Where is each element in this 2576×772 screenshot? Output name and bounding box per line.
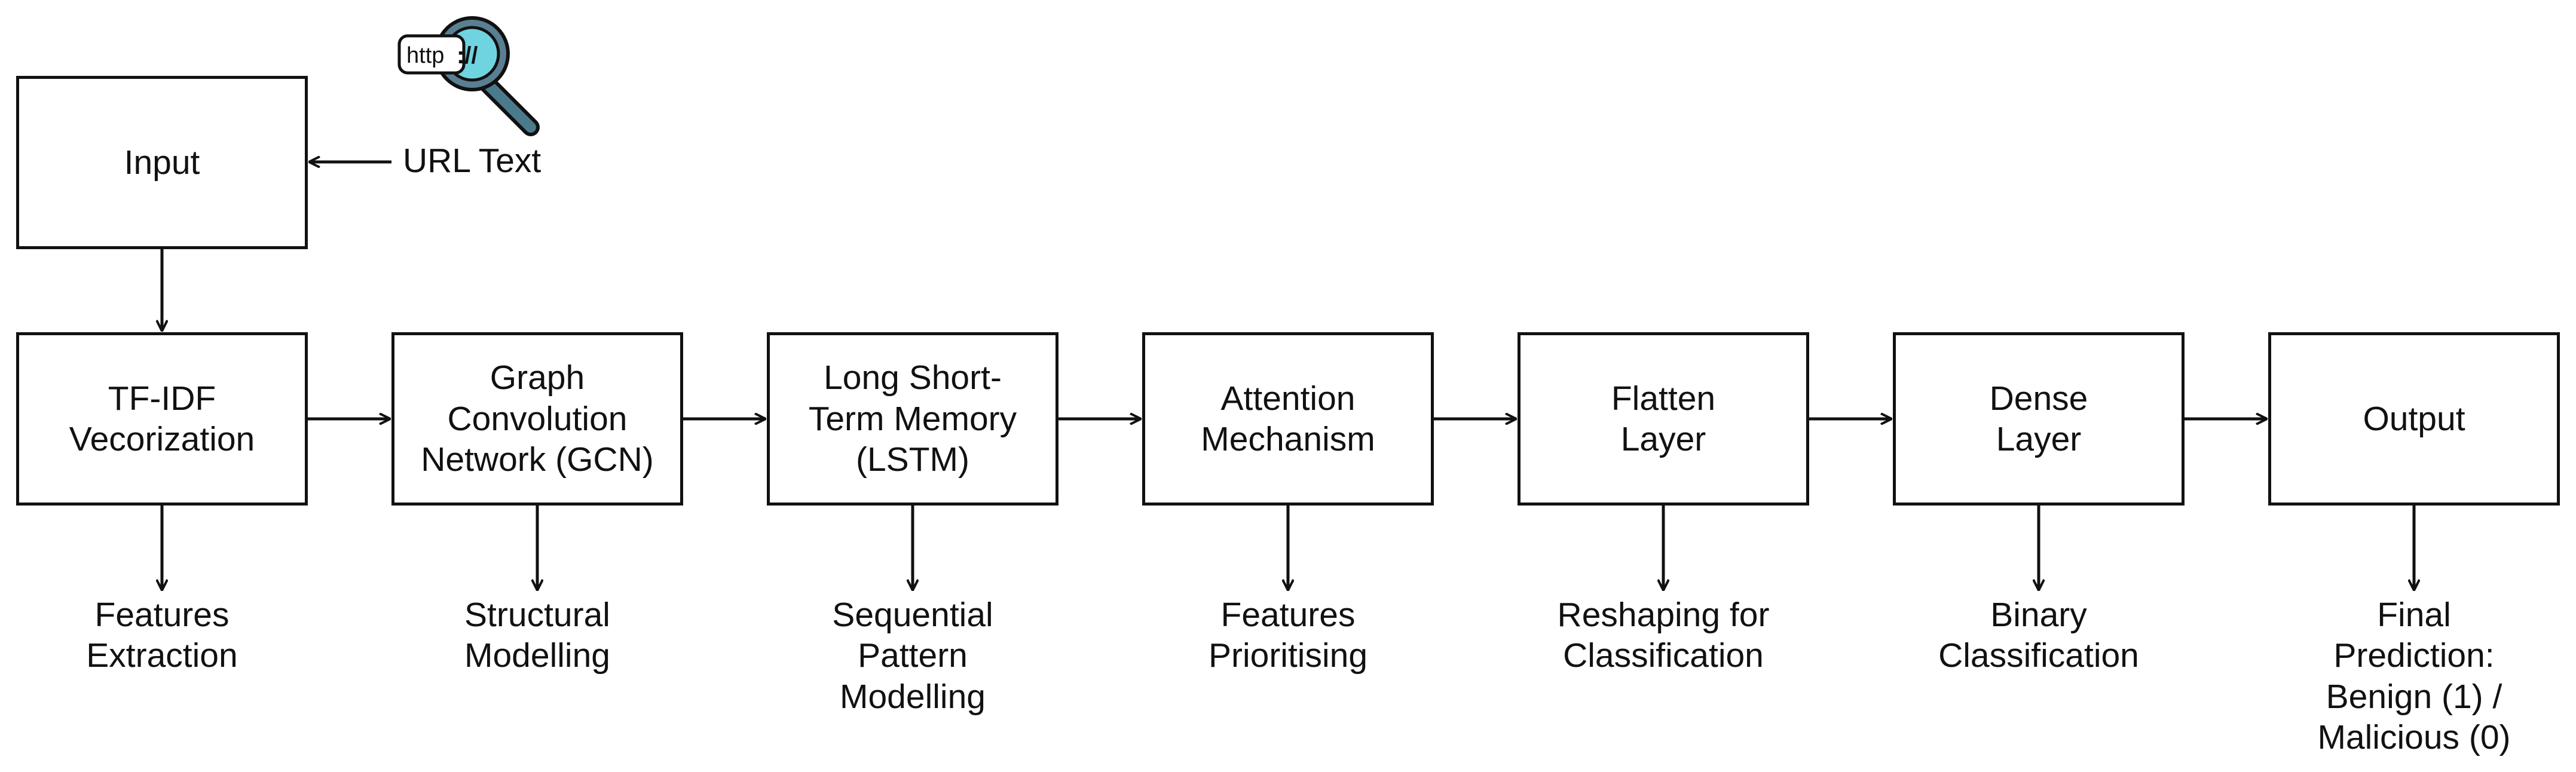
icon-http-text: http bbox=[406, 43, 444, 68]
tfidf-caption: Features Extraction bbox=[86, 596, 238, 675]
dense-box: Dense Layer bbox=[1893, 332, 2185, 506]
output-box: Output bbox=[2268, 332, 2560, 506]
gcn-box: Graph Convolution Network (GCN) bbox=[391, 332, 683, 506]
input-box-label: Input bbox=[124, 143, 200, 182]
flatten-box-label: Flatten Layer bbox=[1611, 379, 1716, 458]
output-box-label: Output bbox=[2363, 399, 2465, 438]
url-text-label: URL Text bbox=[403, 142, 541, 180]
lstm-box: Long Short- Term Memory (LSTM) bbox=[767, 332, 1058, 506]
icon-slashes-text: :// bbox=[457, 42, 478, 69]
flatten-caption: Reshaping for Classification bbox=[1557, 596, 1770, 675]
dense-box-label: Dense Layer bbox=[1989, 379, 2088, 458]
magnifier-url-icon: http :// bbox=[397, 16, 540, 136]
tfidf-box: TF-IDF Vecorization bbox=[16, 332, 308, 506]
gcn-caption: Structural Modelling bbox=[464, 596, 610, 675]
tfidf-box-label: TF-IDF Vecorization bbox=[69, 379, 255, 458]
flatten-box: Flatten Layer bbox=[1518, 332, 1809, 506]
dense-caption: Binary Classification bbox=[1938, 596, 2139, 675]
lstm-caption: Sequential Pattern Modelling bbox=[832, 596, 993, 716]
input-box: Input bbox=[16, 76, 308, 249]
gcn-box-label: Graph Convolution Network (GCN) bbox=[421, 359, 654, 479]
attention-box: Attention Mechanism bbox=[1142, 332, 1434, 506]
attention-box-label: Attention Mechanism bbox=[1201, 379, 1375, 458]
attention-caption: Features Prioritising bbox=[1208, 596, 1368, 675]
lstm-box-label: Long Short- Term Memory (LSTM) bbox=[808, 359, 1017, 479]
output-caption: Final Prediction: Benign (1) / Malicious… bbox=[2317, 596, 2511, 757]
